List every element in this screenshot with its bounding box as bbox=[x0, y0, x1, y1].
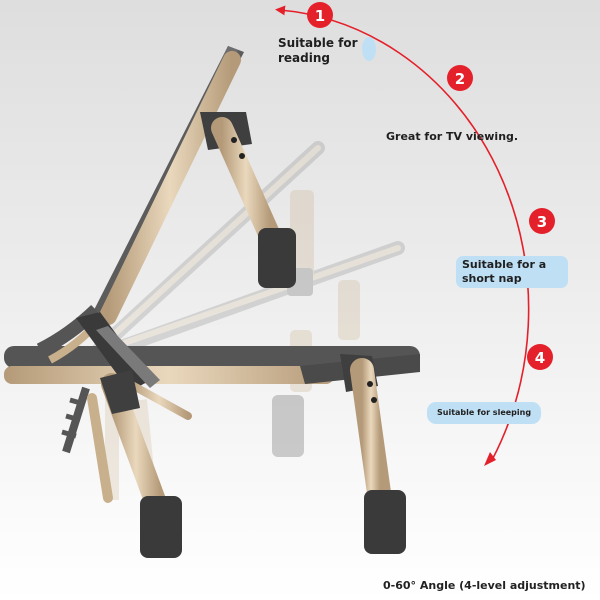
badge-number: 3 bbox=[537, 213, 547, 231]
angle-caption: 0-60° Angle (4-level adjustment) bbox=[383, 579, 586, 592]
position-label-nap: Suitable for a short nap bbox=[456, 256, 568, 288]
rear-leg bbox=[340, 354, 406, 554]
badge-number: 4 bbox=[535, 349, 545, 367]
badge-number: 1 bbox=[315, 7, 325, 25]
position-label-reading: Suitable for reading bbox=[278, 36, 358, 65]
badge-number: 2 bbox=[455, 70, 465, 88]
position-badge-4: 4 bbox=[527, 344, 553, 370]
position-badge-1: 1 bbox=[307, 2, 333, 28]
position-badge-2: 2 bbox=[447, 65, 473, 91]
position-badge-3: 3 bbox=[529, 208, 555, 234]
decorative-blob bbox=[362, 37, 376, 61]
position-label-tv: Great for TV viewing. bbox=[386, 130, 519, 143]
adjustment-arc bbox=[275, 5, 530, 461]
arc-arrow-bottom bbox=[484, 452, 496, 466]
front-legs bbox=[87, 370, 182, 558]
upright-back-leg bbox=[200, 112, 296, 288]
position-label-sleeping: Suitable for sleeping bbox=[427, 402, 542, 424]
